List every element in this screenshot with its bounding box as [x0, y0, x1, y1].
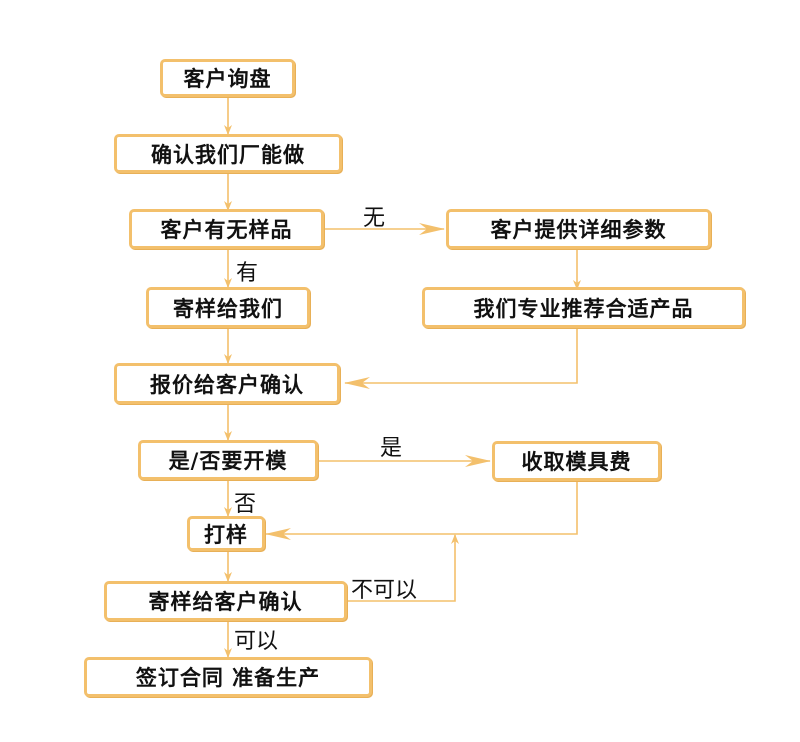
node-proofing: 打样 — [187, 516, 265, 551]
node-has-sample-decision: 客户有无样品 — [129, 209, 324, 249]
node-mold-fee: 收取模具费 — [492, 441, 661, 481]
arrow-mold-fee-to-proofing — [265, 481, 578, 540]
node-recommend-products: 我们专业推荐合适产品 — [422, 287, 745, 328]
edge-label-ok: 可以 — [234, 629, 279, 654]
node-provide-params: 客户提供详细参数 — [446, 209, 711, 249]
node-send-sample-to-us: 寄样给我们 — [146, 287, 310, 328]
node-send-sample-client: 寄样给客户确认 — [104, 581, 347, 621]
node-quote-confirm: 报价给客户确认 — [114, 363, 340, 404]
node-confirm-capability: 确认我们厂能做 — [114, 134, 342, 173]
edge-label-not-ok: 不可以 — [351, 578, 418, 603]
node-customer-inquiry: 客户询盘 — [160, 59, 295, 97]
arrow-recommend-to-quote — [344, 327, 578, 389]
edge-label-no: 否 — [234, 492, 257, 517]
arrow-not-ok-loop — [348, 534, 459, 602]
node-sign-contract: 签订合同 准备生产 — [84, 657, 372, 697]
edge-label-have: 有 — [236, 261, 259, 286]
edge-label-none: 无 — [363, 206, 386, 231]
edge-label-yes: 是 — [380, 436, 403, 461]
node-mold-decision: 是/否要开模 — [138, 440, 318, 480]
